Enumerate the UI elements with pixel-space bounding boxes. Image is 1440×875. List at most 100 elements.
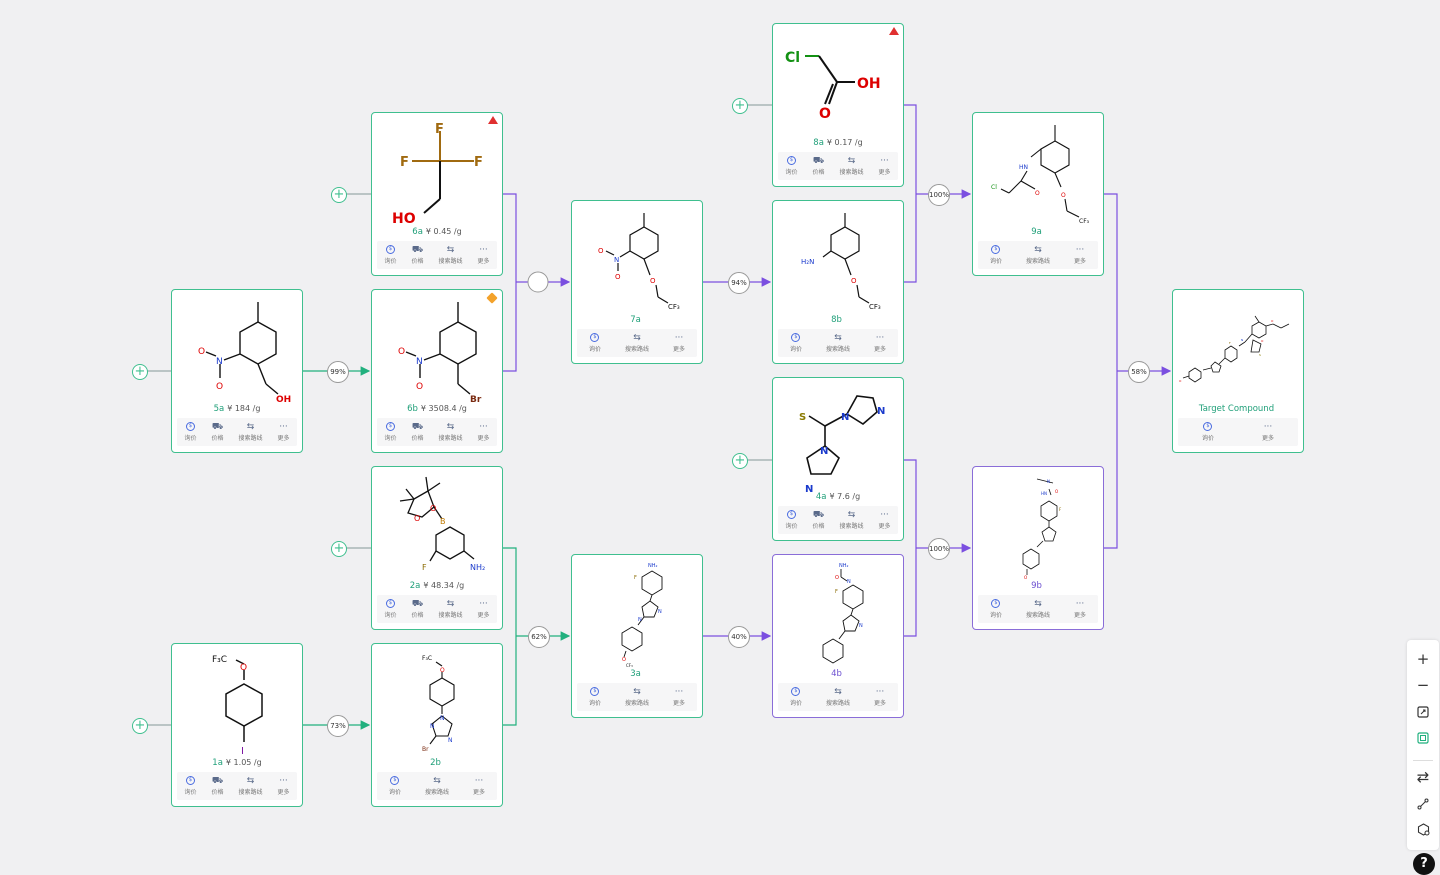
compound-card-7a[interactable]: N O O O CF₃ 7a $询价 ⇆搜索路线 ···更多 (571, 200, 703, 364)
svg-text:N: N (859, 623, 863, 629)
search-route-button[interactable]: ⇆搜索路线 (438, 245, 462, 265)
inquiry-button[interactable]: $询价 (384, 599, 396, 619)
compound-card-8b[interactable]: H₂N O CF₃ 8b $询价 ⇆搜索路线 ···更多 (772, 200, 904, 364)
compound-card-2a[interactable]: O O B F NH₂ 2a¥ 48.34 /g $询价 ⛟价格 ⇆搜索路线 ·… (371, 466, 503, 630)
more-button[interactable]: ···更多 (477, 245, 489, 265)
search-route-button[interactable]: ⇆搜索路线 (1026, 599, 1050, 619)
svg-text:NH₂: NH₂ (648, 563, 658, 569)
card-actions: $询价 ⇆搜索路线 ···更多 (978, 595, 1098, 623)
compound-label: 9a (973, 227, 1103, 237)
price-button[interactable]: ⛟价格 (411, 245, 423, 265)
search-route-button[interactable]: ⇆搜索路线 (238, 422, 262, 442)
compound-card-9a[interactable]: HN O Cl O CF₃ 9a $询价 ⇆搜索路线 ···更多 (972, 112, 1104, 276)
inquiry-button[interactable]: $询价 (790, 333, 802, 353)
inquiry-button[interactable]: $询价 (184, 776, 196, 796)
inquiry-button[interactable]: $询价 (990, 599, 1002, 619)
svg-text:NH₂: NH₂ (839, 563, 849, 569)
more-button[interactable]: ···更多 (1262, 422, 1274, 442)
compound-card-target[interactable]: O N S O F O Target Compound $询价 ···更多 (1172, 289, 1304, 453)
svg-text:N: N (440, 715, 445, 722)
search-route-button[interactable]: ⇆搜索路线 (826, 333, 850, 353)
search-route-button[interactable]: ⇆搜索路线 (438, 599, 462, 619)
inquiry-button[interactable]: $询价 (184, 422, 196, 442)
fit-view-button[interactable] (1407, 700, 1439, 722)
inquiry-button[interactable]: $询价 (785, 510, 797, 530)
inquiry-button[interactable]: $询价 (384, 245, 396, 265)
search-route-button[interactable]: ⇆搜索路线 (1026, 245, 1050, 265)
add-precursor-2a-button[interactable]: + (331, 541, 347, 557)
search-route-button[interactable]: ⇆搜索路线 (625, 333, 649, 353)
zoom-in-button[interactable]: + (1407, 648, 1439, 670)
search-route-button[interactable]: ⇆搜索路线 (425, 776, 449, 796)
more-button[interactable]: ···更多 (673, 687, 685, 707)
inquiry-button[interactable]: $询价 (790, 687, 802, 707)
inquiry-button[interactable]: $询价 (384, 422, 396, 442)
search-route-button[interactable]: ⇆搜索路线 (625, 687, 649, 707)
swap-icon: ⇄ (1417, 768, 1430, 786)
search-route-button[interactable]: ⇆搜索路线 (238, 776, 262, 796)
compound-card-4b[interactable]: NH₂ O N F N 4b $询价 ⇆搜索路线 ···更多 (772, 554, 904, 718)
molecule-settings-button[interactable] (1407, 818, 1439, 840)
inquiry-button[interactable]: $询价 (389, 776, 401, 796)
more-button[interactable]: ···更多 (673, 333, 685, 353)
more-button[interactable]: ···更多 (878, 510, 890, 530)
search-route-button[interactable]: ⇆搜索路线 (438, 422, 462, 442)
more-button[interactable]: ···更多 (477, 599, 489, 619)
route-icon: ⇆ (247, 776, 255, 787)
route-view-button[interactable] (1407, 792, 1439, 814)
more-button[interactable]: ···更多 (1074, 599, 1086, 619)
svg-text:O: O (851, 277, 857, 285)
more-button[interactable]: ···更多 (878, 156, 890, 176)
more-button[interactable]: ···更多 (874, 333, 886, 353)
compound-card-3a[interactable]: NH₂ F N N O CF₃ 3a $询价 ⇆搜索路线 ···更多 (571, 554, 703, 718)
fullscreen-button[interactable] (1407, 726, 1439, 748)
svg-text:O: O (216, 382, 223, 392)
search-route-button[interactable]: ⇆搜索路线 (839, 510, 863, 530)
add-precursor-8a-button[interactable]: + (732, 98, 748, 114)
help-button[interactable]: ? (1413, 853, 1435, 875)
svg-text:I: I (241, 746, 244, 757)
inquiry-button[interactable]: $询价 (1202, 422, 1214, 442)
yield-badge-5a-6b: 99% (327, 361, 349, 383)
compound-card-6b[interactable]: N O O Br 6b¥ 3508.4 /g $询价 ⛟价格 ⇆搜索路线 ···… (371, 289, 503, 453)
price-button[interactable]: ⛟价格 (211, 776, 223, 796)
inquiry-button[interactable]: $询价 (785, 156, 797, 176)
price-button[interactable]: ⛟价格 (812, 156, 824, 176)
inquiry-button[interactable]: $询价 (990, 245, 1002, 265)
more-button[interactable]: ···更多 (277, 776, 289, 796)
compound-card-6a[interactable]: F F F HO 6a¥ 0.45 /g $询价 ⛟价格 ⇆搜索路线 ···更多 (371, 112, 503, 276)
compound-label: 5a¥ 184 /g (172, 404, 302, 414)
svg-text:N: N (638, 617, 642, 623)
add-precursor-5a-button[interactable]: + (132, 364, 148, 380)
more-button[interactable]: ···更多 (477, 422, 489, 442)
inquiry-button[interactable]: $询价 (589, 333, 601, 353)
compound-card-4a[interactable]: S N N N N 4a¥ 7.6 /g $询价 ⛟价格 ⇆搜索路线 ···更多 (772, 377, 904, 541)
yield-badge-1a-2b: 73% (327, 715, 349, 737)
search-route-button[interactable]: ⇆搜索路线 (826, 687, 850, 707)
compound-card-2b[interactable]: F₃C O N N N Br 2b $询价 ⇆搜索路线 ···更多 (371, 643, 503, 807)
switch-direction-button[interactable]: ⇄ (1407, 766, 1439, 788)
price-button[interactable]: ⛟价格 (411, 599, 423, 619)
price-button[interactable]: ⛟价格 (812, 510, 824, 530)
price-button[interactable]: ⛟价格 (211, 422, 223, 442)
compound-card-5a[interactable]: N O O OH 5a¥ 184 /g $询价 ⛟价格 ⇆搜索路线 ···更多 (171, 289, 303, 453)
cart-icon: ⛟ (412, 422, 423, 433)
add-precursor-4a-button[interactable]: + (732, 453, 748, 469)
search-route-button[interactable]: ⇆搜索路线 (839, 156, 863, 176)
more-button[interactable]: ···更多 (277, 422, 289, 442)
svg-text:N: N (841, 412, 849, 423)
more-button[interactable]: ···更多 (874, 687, 886, 707)
svg-text:Br: Br (470, 395, 482, 404)
more-button[interactable]: ···更多 (1074, 245, 1086, 265)
more-button[interactable]: ···更多 (473, 776, 485, 796)
compound-card-8a[interactable]: Cl OH O 8a¥ 0.17 /g $询价 ⛟价格 ⇆搜索路线 ···更多 (772, 23, 904, 187)
add-precursor-1a-button[interactable]: + (132, 718, 148, 734)
svg-text:OH: OH (276, 395, 291, 404)
zoom-out-button[interactable]: − (1407, 674, 1439, 696)
compound-card-9b[interactable]: N O HN F O 9b $询价 ⇆搜索路线 ···更多 (972, 466, 1104, 630)
structure-9b: N O HN F O (979, 471, 1099, 581)
inquiry-button[interactable]: $询价 (589, 687, 601, 707)
compound-card-1a[interactable]: F₃C O I 1a¥ 1.05 /g $询价 ⛟价格 ⇆搜索路线 ···更多 (171, 643, 303, 807)
add-precursor-6a-button[interactable]: + (331, 187, 347, 203)
price-button[interactable]: ⛟价格 (411, 422, 423, 442)
